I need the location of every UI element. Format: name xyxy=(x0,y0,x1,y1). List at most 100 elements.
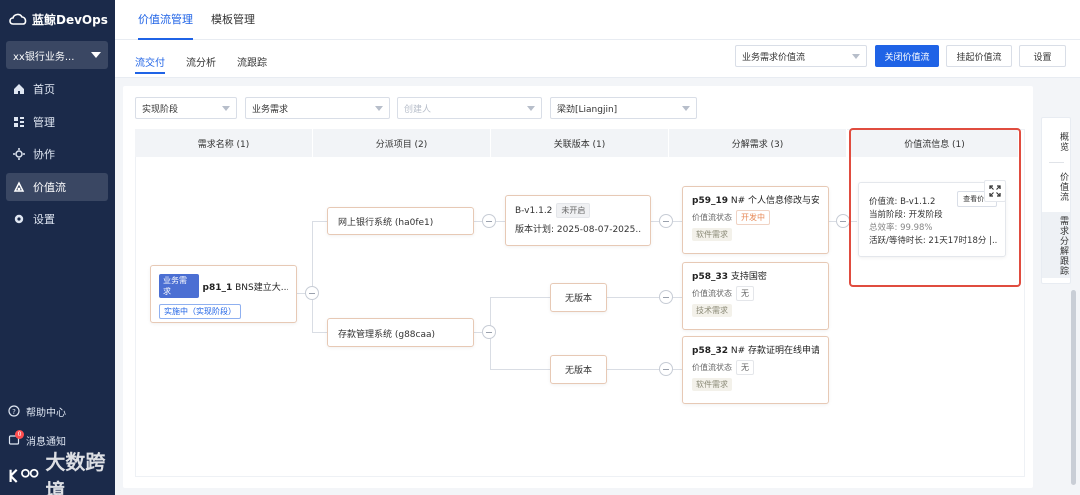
watermark-text: 大数跨境 xyxy=(45,450,106,495)
project-name: 存款管理系统 (g88caa) xyxy=(338,330,436,340)
status-value: 无 xyxy=(736,286,754,301)
status-label: 价值流状态 xyxy=(692,289,732,298)
type-filter-value: 业务需求 xyxy=(252,104,289,115)
settings-button[interactable]: 设置 xyxy=(1019,45,1066,67)
decomposed-text: 支持国密 xyxy=(730,272,767,282)
notify-label: 消息通知 xyxy=(26,436,66,448)
decomposed-text: N# 存款证明在线申请 xyxy=(730,346,819,356)
decomposed-title: p58_32 N# 存款证明在线申请 xyxy=(692,343,819,356)
requirement-title: p81_1 BNS建立大... xyxy=(203,280,288,293)
connector-line xyxy=(297,293,311,294)
value-stream-select-value: 业务需求价值流 xyxy=(742,52,806,63)
decomposed-card[interactable]: p58_33 支持国密 价值流状态无 技术需求 xyxy=(682,262,829,330)
chevron-down-icon xyxy=(375,105,383,111)
help-center[interactable]: ? 帮助中心 xyxy=(8,402,66,420)
value-info-stream: 价值流: B-v1.1.2 xyxy=(869,197,936,207)
creator-filter-placeholder: 创建人 xyxy=(404,104,432,115)
requirement-card[interactable]: 业务需求 p81_1 BNS建立大... 实施中（实现阶段） xyxy=(150,265,297,323)
caret-down-icon xyxy=(91,52,101,58)
column-header-project: 分派项目 (2) xyxy=(313,129,491,157)
collapse-toggle[interactable] xyxy=(659,362,673,376)
sidebar-item-label: 首页 xyxy=(33,83,55,96)
project-card[interactable]: 存款管理系统 (g88caa) xyxy=(327,318,474,347)
cloud-logo-icon xyxy=(9,13,27,25)
help-label: 帮助中心 xyxy=(26,407,66,419)
sidebar: 蓝鲸DevOps xx银行业务... 首页 管理 协作 价值流 设置 ? 帮助中… xyxy=(0,0,115,495)
scrollbar[interactable] xyxy=(1071,290,1076,485)
notify-badge: 0 xyxy=(15,430,24,439)
collapse-toggle[interactable] xyxy=(482,325,496,339)
collapse-toggle[interactable] xyxy=(482,214,496,228)
sidebar-item-label: 管理 xyxy=(33,116,55,129)
version-name: B-v1.1.2 xyxy=(515,205,553,216)
fullscreen-icon[interactable] xyxy=(984,180,1006,202)
collapse-toggle[interactable] xyxy=(305,286,319,300)
brand-logo[interactable]: 蓝鲸DevOps xyxy=(8,10,108,28)
collapse-toggle[interactable] xyxy=(836,214,850,228)
sidebar-item-home[interactable]: 首页 xyxy=(6,75,108,103)
svg-text:?: ? xyxy=(12,408,16,416)
settings-icon xyxy=(13,213,25,225)
decomposed-title: p58_33 支持国密 xyxy=(692,269,819,282)
sidebar-item-manage[interactable]: 管理 xyxy=(6,108,108,136)
value-stream-select[interactable]: 业务需求价值流 xyxy=(735,45,867,67)
rail-requirement-tracking[interactable]: 需求分解跟踪 xyxy=(1042,212,1070,278)
notifications[interactable]: 0 消息通知 xyxy=(8,430,66,449)
rail-value-stream[interactable]: 价值流 xyxy=(1058,172,1068,202)
collapse-toggle[interactable] xyxy=(659,290,673,304)
status-value: 无 xyxy=(736,360,754,375)
requirement-id: p81_1 xyxy=(202,282,233,293)
value-info-efficiency: 总效率: 99.98% xyxy=(869,223,933,233)
close-value-stream-button[interactable]: 关闭价值流 xyxy=(875,45,939,67)
decomposed-text: N# 个人信息修改与安... xyxy=(730,196,819,206)
no-version-box[interactable]: 无版本 xyxy=(550,355,607,384)
sidebar-item-value-stream[interactable]: 价值流 xyxy=(6,173,108,201)
owner-filter[interactable]: 梁劲[Liangjin] xyxy=(550,97,697,119)
creator-filter[interactable]: 创建人 xyxy=(397,97,542,119)
type-filter[interactable]: 业务需求 xyxy=(245,97,390,119)
tab-flow-delivery[interactable]: 流交付 xyxy=(135,54,165,74)
tab-flow-analysis[interactable]: 流分析 xyxy=(186,58,216,69)
decomposed-id: p58_33 xyxy=(692,272,728,282)
collapse-toggle[interactable] xyxy=(659,214,673,228)
status-label: 价值流状态 xyxy=(692,363,732,372)
project-select[interactable]: xx银行业务... xyxy=(6,41,108,69)
requirement-status: 实施中（实现阶段） xyxy=(159,304,241,319)
chevron-down-icon xyxy=(222,105,230,111)
requirement-type-tag: 技术需求 xyxy=(692,304,732,317)
tab-value-stream-management[interactable]: 价值流管理 xyxy=(138,11,193,40)
project-card[interactable]: 网上银行系统 (ha0fe1) xyxy=(327,207,474,235)
rail-overview[interactable]: 概览 xyxy=(1058,132,1068,152)
status-label: 价值流状态 xyxy=(692,213,732,222)
chevron-down-icon xyxy=(682,105,690,111)
project-name: xx银行业务... xyxy=(13,51,75,63)
suspend-value-stream-button[interactable]: 挂起价值流 xyxy=(946,45,1012,67)
brand-name: 蓝鲸DevOps xyxy=(32,12,108,27)
stage-filter[interactable]: 实现阶段 xyxy=(135,97,237,119)
collab-icon xyxy=(13,148,25,160)
watermark: 大数跨境 xyxy=(8,450,115,495)
no-version-box[interactable]: 无版本 xyxy=(550,283,607,312)
sidebar-item-settings[interactable]: 设置 xyxy=(6,205,108,233)
column-header-version: 关联版本 (1) xyxy=(491,129,669,157)
status-value: 开发中 xyxy=(736,210,770,225)
column-header-decomposed: 分解需求 (3) xyxy=(669,129,847,157)
tab-flow-tracking[interactable]: 流跟踪 xyxy=(237,58,267,69)
requirement-type-tag: 软件需求 xyxy=(692,378,732,391)
rail-divider xyxy=(1049,162,1064,163)
tab-template-management[interactable]: 模板管理 xyxy=(211,13,255,26)
top-header: 价值流管理 模板管理 xyxy=(115,0,1080,40)
decomposed-card[interactable]: p58_32 N# 存款证明在线申请 价值流状态无 软件需求 xyxy=(682,336,829,404)
stage-filter-value: 实现阶段 xyxy=(142,104,179,115)
chevron-down-icon xyxy=(527,105,535,111)
version-state: 未开启 xyxy=(556,203,591,218)
value-info-stage: 当前阶段: 开发阶段 xyxy=(869,210,943,220)
sidebar-item-label: 设置 xyxy=(33,213,55,226)
sidebar-item-collab[interactable]: 协作 xyxy=(6,140,108,168)
sidebar-item-label: 价值流 xyxy=(33,181,66,194)
requirement-tag: 业务需求 xyxy=(159,274,199,298)
requirement-type-tag: 软件需求 xyxy=(692,228,732,241)
decomposed-card[interactable]: p59_19 N# 个人信息修改与安... 价值流状态开发中 软件需求 xyxy=(682,186,829,254)
project-name: 网上银行系统 (ha0fe1) xyxy=(338,218,434,228)
